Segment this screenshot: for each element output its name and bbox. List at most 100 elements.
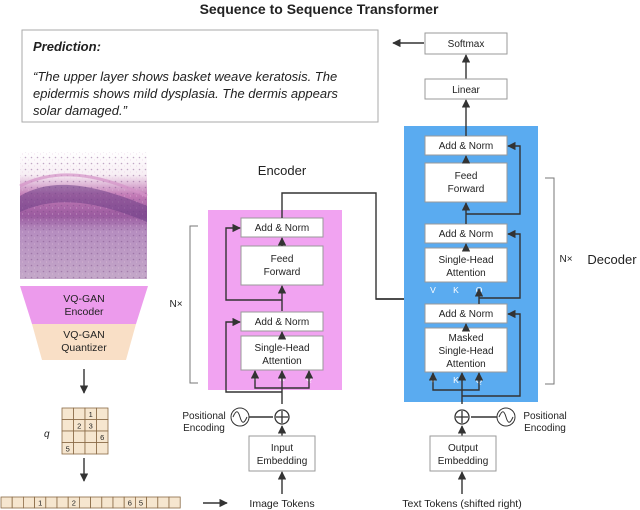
decoder-positional-line-1: Positional: [523, 411, 566, 422]
decoder-attention: Single-Head Attention: [424, 247, 508, 283]
decoder-add-norm-1-label: Add & Norm: [439, 141, 493, 152]
encoder-attention-line-2: Attention: [262, 356, 301, 367]
sequence-cell-value: 2: [72, 499, 76, 508]
decoder-add-norm-2: Add & Norm: [424, 223, 508, 244]
grid-cell: [84, 430, 97, 443]
text-tokens-label: Text Tokens (shifted right): [402, 498, 521, 510]
decoder-add-norm-3: Add & Norm: [424, 303, 508, 324]
encoder-sine-icon: [230, 407, 250, 427]
input-embedding-line-1: Input: [271, 443, 293, 454]
sequence-cell: [101, 496, 114, 509]
sequence-cell: [79, 496, 92, 509]
sequence-cell: [157, 496, 170, 509]
grid-cell: [73, 442, 86, 455]
output-embedding-line-1: Output: [448, 443, 478, 454]
grid-cell-value: 6: [100, 433, 104, 442]
grid-cell: [61, 430, 74, 443]
decoder-feed-forward: Feed Forward: [424, 162, 508, 203]
grid-cell-value: 5: [66, 444, 70, 453]
linear-box: Linear: [424, 78, 508, 100]
histology-image: [19, 152, 148, 279]
sequence-cell-value: 5: [139, 499, 143, 508]
grid-cell: [73, 430, 86, 443]
grid-cell: [73, 407, 86, 420]
sequence-cell: [112, 496, 125, 509]
decoder-masked-attention: Masked Single-Head Attention: [424, 327, 508, 373]
prediction-line-2: epidermis shows mild dysplasia. The derm…: [33, 86, 338, 101]
encoder-feed-forward-line-2: Forward: [264, 267, 301, 278]
decoder-attention-line-2: Attention: [446, 268, 485, 279]
vqgan-encoder-line-2: Encoder: [64, 306, 104, 318]
prediction-line-3: solar damaged.”: [33, 103, 128, 118]
diagram-title: Sequence to Sequence Transformer: [200, 1, 439, 17]
decoder-upper-v-label: V: [430, 285, 436, 295]
grid-cell-value: 2: [77, 421, 81, 430]
grid-label: q: [44, 429, 50, 440]
encoder-connections: [225, 192, 465, 404]
vqgan-quantizer-line-1: VQ-GAN: [63, 329, 104, 341]
encoder-title: Encoder: [258, 163, 307, 178]
encoder-feed-forward-line-1: Feed: [271, 254, 294, 265]
sequence-cell: [0, 496, 13, 509]
decoder-positional-line-2: Encoding: [524, 423, 566, 434]
sequence-cell-value: 1: [38, 499, 42, 508]
decoder-masked-line-2: Single-Head: [438, 346, 493, 357]
grid-cell: [96, 407, 109, 420]
grid-cell-value: 1: [89, 410, 93, 419]
prediction-label: Prediction:: [33, 39, 101, 54]
decoder-upper-k-label: K: [453, 285, 459, 295]
sequence-cell: [45, 496, 58, 509]
vqgan-encoder-line-1: VQ-GAN: [63, 293, 104, 305]
encoder-repeat-bracket: [189, 225, 198, 384]
decoder-masked-line-1: Masked: [448, 333, 483, 344]
sequence-cell: [56, 496, 69, 509]
grid-cell: [61, 419, 74, 432]
encoder-positional-line-1: Positional: [182, 411, 225, 422]
decoder-feed-forward-line-1: Feed: [455, 171, 478, 182]
encoder-add-norm-top: Add & Norm: [240, 217, 324, 238]
decoder-connections: [392, 38, 521, 404]
encoder-add-norm-top-label: Add & Norm: [255, 223, 309, 234]
decoder-plus-node: [454, 409, 470, 425]
decoder-add-norm-1: Add & Norm: [424, 135, 508, 156]
vqgan-quantizer-line-2: Quantizer: [61, 342, 107, 354]
input-embedding-line-2: Embedding: [257, 456, 308, 467]
image-tokens-label: Image Tokens: [249, 498, 314, 510]
sequence-cell: [90, 496, 103, 509]
grid-cell: [84, 442, 97, 455]
output-embedding-line-2: Embedding: [438, 456, 489, 467]
decoder-masked-line-3: Attention: [446, 359, 485, 370]
grid-cell: [96, 419, 109, 432]
encoder-plus-node: [274, 409, 290, 425]
prediction-line-1: “The upper layer shows basket weave kera…: [33, 69, 337, 84]
decoder-lower-k-label: K: [453, 375, 459, 385]
sequence-cell: [22, 496, 35, 509]
decoder-title: Decoder: [587, 252, 637, 267]
encoder-feed-forward: Feed Forward: [240, 245, 324, 286]
encoder-attention: Single-Head Attention: [240, 335, 324, 371]
decoder-sine-icon: [496, 407, 516, 427]
grid-cell: [61, 407, 74, 420]
grid-cell-value: 3: [89, 421, 93, 430]
vqgan-quantizer: VQ-GAN Quantizer: [32, 324, 136, 360]
decoder-repeat-label: N×: [559, 254, 572, 265]
encoder-add-norm-bottom-label: Add & Norm: [255, 317, 309, 328]
grid-cell: [96, 442, 109, 455]
input-embedding-box: Input Embedding: [248, 435, 316, 472]
prediction-box: Prediction: “The upper layer shows baske…: [21, 29, 379, 123]
decoder-feed-forward-line-2: Forward: [448, 184, 485, 195]
softmax-label: Softmax: [448, 39, 485, 50]
sequence-cell-value: 6: [128, 499, 132, 508]
encoder-positional-line-2: Encoding: [183, 423, 225, 434]
softmax-box: Softmax: [424, 32, 508, 55]
output-embedding-box: Output Embedding: [429, 435, 497, 472]
sequence-cell: [168, 496, 181, 509]
decoder-add-norm-2-label: Add & Norm: [439, 229, 493, 240]
decoder-add-norm-3-label: Add & Norm: [439, 309, 493, 320]
decoder-attention-line-1: Single-Head: [438, 255, 493, 266]
encoder-repeat-label: N×: [169, 299, 182, 310]
linear-label: Linear: [452, 85, 480, 96]
encoder-add-norm-bottom: Add & Norm: [240, 311, 324, 332]
